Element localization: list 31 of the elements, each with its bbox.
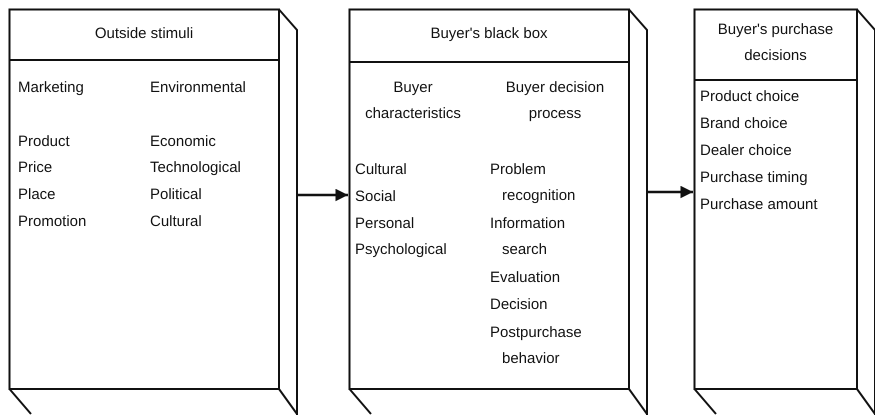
factor-label: Economic [150,132,217,152]
box-heading: Buyer's purchase decisions [716,20,834,66]
factor-label: Price [18,158,54,178]
factor-label: Cultural [355,160,408,180]
factor-label: Marketing [18,78,85,98]
factor-label: Personal [355,214,416,234]
factor-label: Product [18,132,71,152]
factor-label: Social [355,187,397,207]
box-heading: Buyer's black box [429,24,549,44]
factor-label: Product choice [700,87,800,107]
factor-label: Political [150,185,203,205]
arrow [298,188,348,202]
factor-label: Cultural [150,212,203,232]
factor-label: Postpurchase behavior [490,323,583,369]
factor-label: Promotion [18,212,88,232]
factor-label: Purchase amount [700,195,819,215]
factor-label: Environmental [150,78,247,98]
factor-label: Purchase timing [700,168,809,188]
factor-label: Dealer choice [700,141,793,161]
factor-label: Evaluation [490,268,562,288]
factor-label: Information search [490,214,566,260]
factor-label: Psychological [355,240,448,260]
arrow [648,186,693,198]
factor-label: Brand choice [700,114,789,134]
box-heading: Outside stimuli [94,24,194,44]
factor-label: Decision [490,295,549,315]
factor-label: Technological [150,158,242,178]
factor-label: Problem recognition [490,160,576,206]
factor-label: Buyer decision process [504,78,606,124]
factor-label: Place [18,185,57,205]
factor-label: Buyer characteristics [364,78,462,124]
